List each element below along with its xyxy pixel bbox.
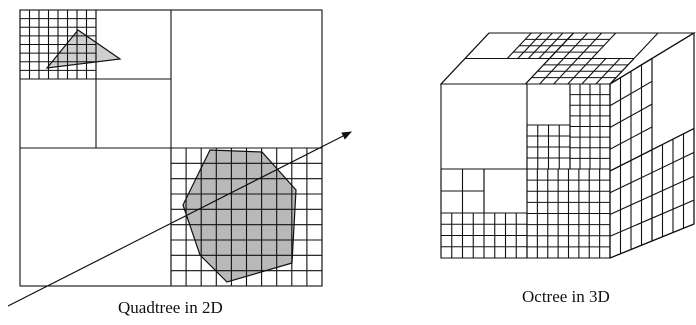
octree-side-line <box>609 103 653 128</box>
octree-side-line <box>609 126 653 150</box>
octree-cube <box>439 32 696 259</box>
octree-side-line <box>651 128 695 151</box>
octree-side-line <box>609 217 653 237</box>
octree-side-line <box>609 240 653 259</box>
quadtree-diagram <box>19 9 323 287</box>
ray-arrow <box>7 131 352 307</box>
quadtree-fine-grid-bottom-right <box>170 147 323 287</box>
octree-side-line <box>609 172 653 194</box>
octree-side-line <box>651 223 695 242</box>
quadtree-caption: Quadtree in 2D <box>118 298 223 317</box>
octree-side-line <box>609 149 653 172</box>
quadtree-fine-grid-top-left <box>19 9 97 80</box>
octree-caption: Octree in 3D <box>522 287 610 306</box>
octree-front-face <box>440 83 611 259</box>
octree-side-line <box>651 199 695 219</box>
octree-side-line <box>609 58 653 85</box>
octree-side-line <box>651 175 695 196</box>
octree-side-line <box>609 80 653 107</box>
octree-side-line <box>651 151 695 174</box>
octree-side-line <box>609 194 653 216</box>
triangle-shape <box>45 29 122 69</box>
polygon-shape <box>182 149 297 283</box>
